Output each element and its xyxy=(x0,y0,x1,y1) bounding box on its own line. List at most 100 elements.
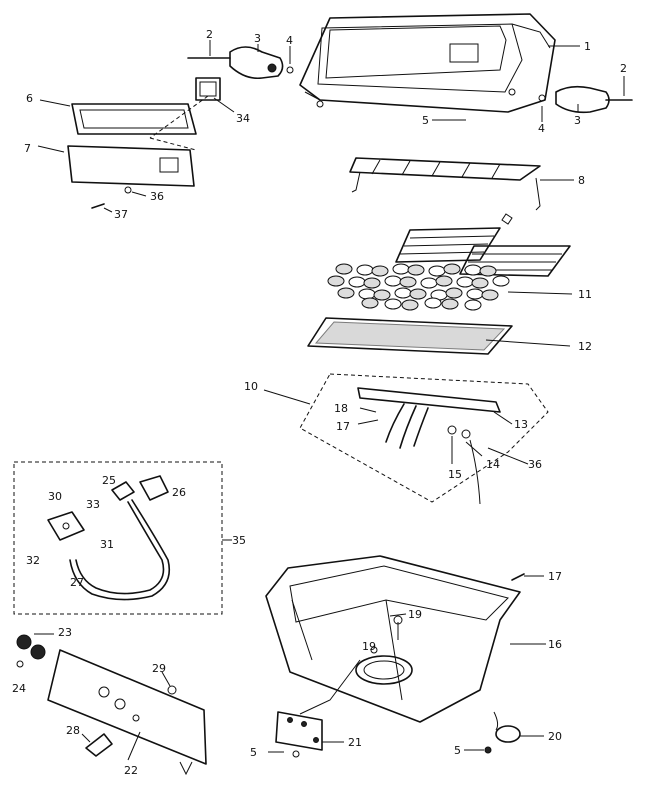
label-5-bottom-right: 5 xyxy=(454,744,461,757)
rock-grate xyxy=(307,317,513,355)
lava-rock xyxy=(492,275,510,287)
bracket-17 xyxy=(511,573,525,581)
burner-assembly-10 xyxy=(299,373,549,505)
label-33: 33 xyxy=(86,498,100,511)
label-36-burner: 36 xyxy=(528,458,542,471)
label-29: 29 xyxy=(152,662,166,675)
label-26: 26 xyxy=(172,486,186,499)
lava-rock xyxy=(371,265,389,277)
lava-rock xyxy=(392,263,410,275)
lava-rock xyxy=(335,263,353,275)
label-35: 35 xyxy=(232,534,246,547)
label-24: 24 xyxy=(12,682,26,695)
label-27: 27 xyxy=(70,576,84,589)
label-2-right: 2 xyxy=(620,62,627,75)
lava-rock xyxy=(399,276,417,288)
lava-rock xyxy=(327,275,345,287)
label-16: 16 xyxy=(548,638,562,651)
lava-rock xyxy=(356,264,374,276)
lava-rock xyxy=(394,287,412,299)
right-handle-assembly xyxy=(538,85,633,114)
lava-rock xyxy=(363,277,381,289)
label-1: 1 xyxy=(584,40,591,53)
label-4-right: 4 xyxy=(538,122,545,135)
lava-rock xyxy=(358,288,376,300)
cooking-grates xyxy=(395,213,571,277)
left-handle-assembly xyxy=(187,46,294,80)
lava-rock xyxy=(441,298,459,310)
label-11: 11 xyxy=(578,288,592,301)
lava-rock xyxy=(424,297,442,309)
warming-rack xyxy=(349,157,541,211)
label-7: 7 xyxy=(24,142,31,155)
lava-rock xyxy=(401,299,419,311)
label-13: 13 xyxy=(514,418,528,431)
label-3-left: 3 xyxy=(254,32,261,45)
lava-rock xyxy=(384,275,402,287)
igniter-28 xyxy=(85,685,177,757)
label-3-right: 3 xyxy=(574,114,581,127)
grill-lid xyxy=(299,13,556,113)
label-20: 20 xyxy=(548,730,562,743)
firebox-16 xyxy=(265,555,521,723)
label-5-bottom-left: 5 xyxy=(250,746,257,759)
lava-rock xyxy=(466,288,484,300)
control-panel-22 xyxy=(47,649,207,776)
label-17-burner: 17 xyxy=(336,420,350,433)
label-31: 31 xyxy=(100,538,114,551)
label-22: 22 xyxy=(124,764,138,777)
lava-rock xyxy=(471,277,489,289)
label-14: 14 xyxy=(486,458,500,471)
label-19-upper: 19 xyxy=(408,608,422,621)
label-19-lower: 19 xyxy=(362,640,376,653)
part-21 xyxy=(275,711,323,758)
lava-rock xyxy=(409,288,427,300)
leader-lines xyxy=(34,40,625,761)
lava-rock xyxy=(337,287,355,299)
screw-36 xyxy=(124,186,132,194)
label-32: 32 xyxy=(26,554,40,567)
label-2-left: 2 xyxy=(206,28,213,41)
lava-rock xyxy=(443,263,461,275)
label-15: 15 xyxy=(448,468,462,481)
lava-rock xyxy=(464,264,482,276)
lava-rock xyxy=(420,277,438,289)
lava-rock xyxy=(456,276,474,288)
valve-kit-box-35 xyxy=(13,461,223,615)
lava-rock xyxy=(373,289,391,301)
screw-37 xyxy=(91,203,105,209)
label-36-top: 36 xyxy=(150,190,164,203)
lava-rock xyxy=(479,265,497,277)
panel-7 xyxy=(67,95,209,187)
label-6: 6 xyxy=(26,92,33,105)
lava-rock xyxy=(435,275,453,287)
lava-rock xyxy=(445,287,463,299)
lava-rock xyxy=(384,298,402,310)
knob-23 xyxy=(16,634,46,668)
label-34: 34 xyxy=(236,112,250,125)
label-37: 37 xyxy=(114,208,128,221)
lava-rock xyxy=(407,264,425,276)
part-34 xyxy=(195,77,221,101)
lava-rock xyxy=(428,265,446,277)
label-4-left: 4 xyxy=(286,34,293,47)
lava-rock xyxy=(464,299,482,311)
label-28: 28 xyxy=(66,724,80,737)
lava-rock xyxy=(348,276,366,288)
lava-rock xyxy=(481,289,499,301)
label-8: 8 xyxy=(578,174,585,187)
label-21: 21 xyxy=(348,736,362,749)
label-12: 12 xyxy=(578,340,592,353)
label-30: 30 xyxy=(48,490,62,503)
label-25: 25 xyxy=(102,474,116,487)
label-23: 23 xyxy=(58,626,72,639)
lava-rock xyxy=(361,297,379,309)
part-20 xyxy=(484,711,521,754)
label-18: 18 xyxy=(334,402,348,415)
frame-6 xyxy=(71,103,197,135)
label-17-firebox: 17 xyxy=(548,570,562,583)
label-10: 10 xyxy=(244,380,258,393)
label-5-top: 5 xyxy=(422,114,429,127)
